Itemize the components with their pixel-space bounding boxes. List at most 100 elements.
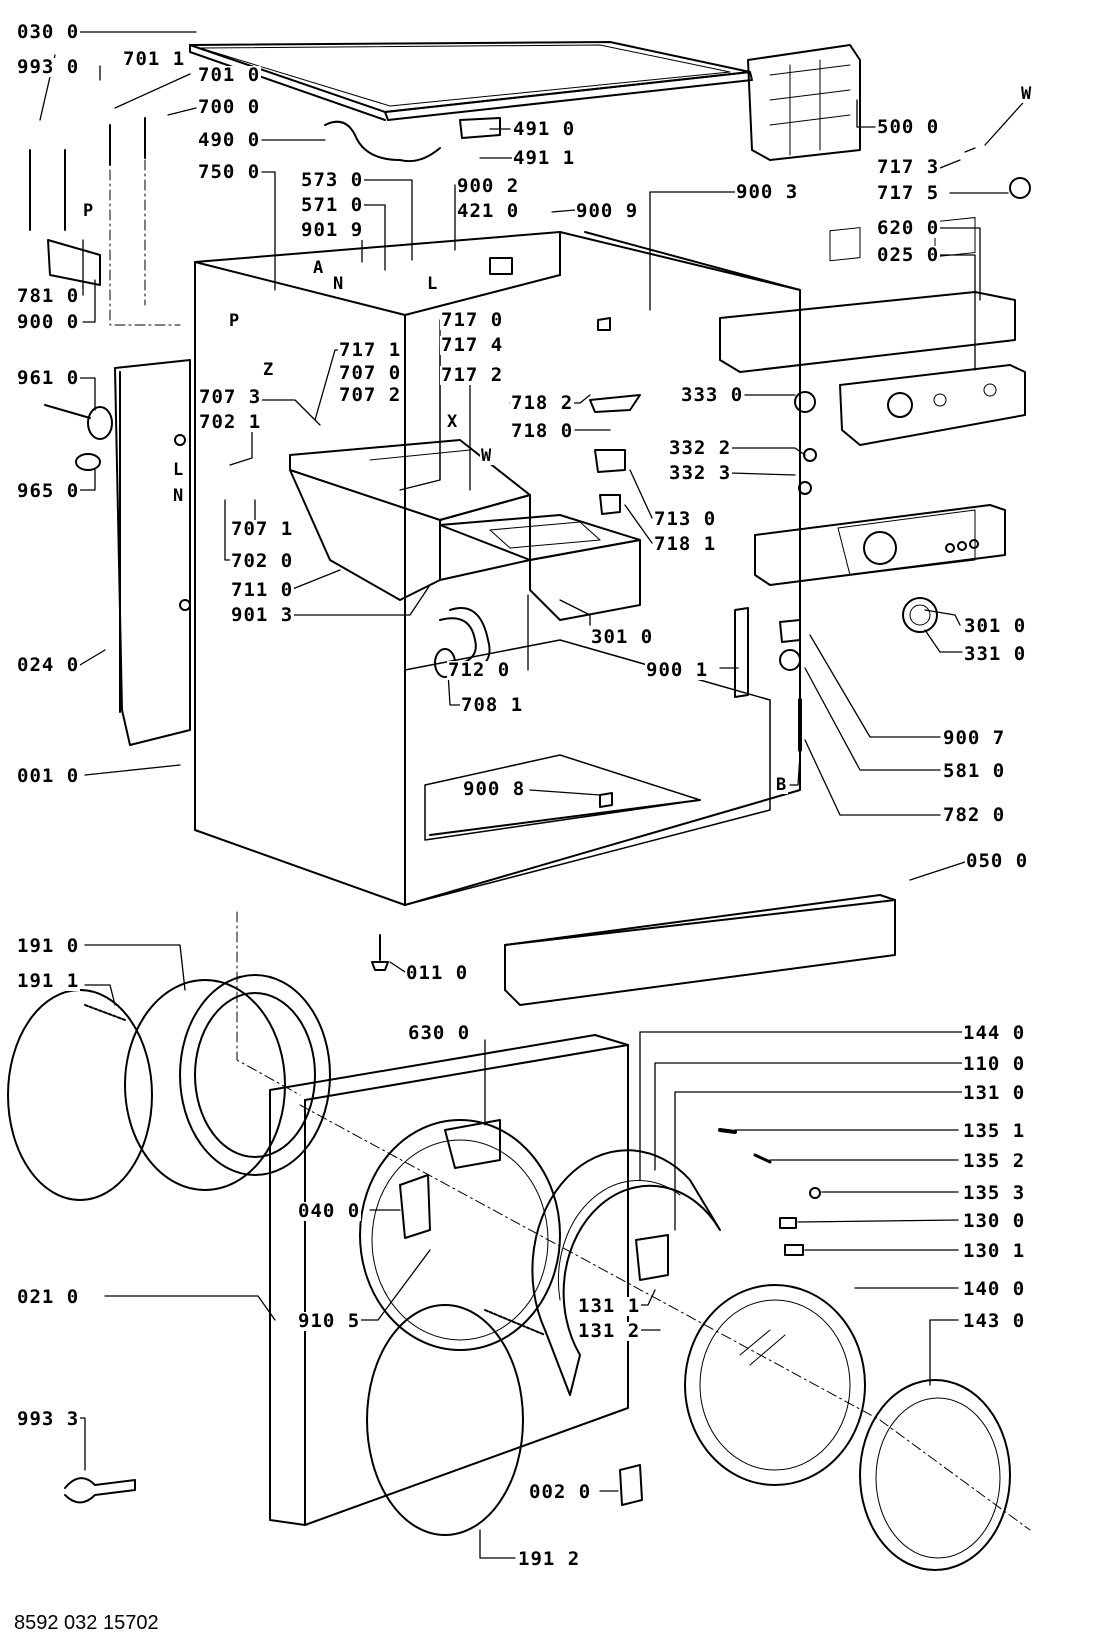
part-144-0: 144 0 — [962, 1022, 1027, 1044]
letter-p-valve: P — [228, 311, 242, 331]
part-140-0: 140 0 — [962, 1278, 1027, 1300]
release-handle — [399, 1174, 431, 1239]
part-717-2: 717 2 — [440, 364, 505, 386]
drawing-code: 8592 032 15702 — [14, 1612, 159, 1634]
part-040-0: 040 0 — [297, 1200, 362, 1222]
part-718-0: 718 0 — [510, 420, 575, 442]
part-717-0: 717 0 — [440, 309, 505, 331]
part-961-0: 961 0 — [16, 367, 81, 389]
letter-n-left: N — [172, 486, 186, 506]
door-glass — [684, 1284, 866, 1486]
part-713-0: 713 0 — [653, 508, 718, 530]
part-900-3: 900 3 — [735, 181, 800, 203]
part-702-0: 702 0 — [230, 550, 295, 572]
dispenser-drawer — [439, 514, 641, 621]
part-701-1: 701 1 — [122, 48, 187, 70]
part-900-0: 900 0 — [16, 311, 81, 333]
door-lock — [444, 1119, 501, 1169]
part-750-0: 750 0 — [197, 161, 262, 183]
part-717-5: 717 5 — [876, 182, 941, 204]
part-993-3: 993 3 — [16, 1408, 81, 1430]
part-620-0: 620 0 — [876, 217, 941, 239]
part-332-2: 332 2 — [668, 437, 733, 459]
part-630-0: 630 0 — [407, 1022, 472, 1044]
front-panel — [269, 1034, 629, 1526]
part-718-2: 718 2 — [510, 392, 575, 414]
letter-w-mid: W — [480, 446, 494, 466]
part-024-0: 024 0 — [16, 654, 81, 676]
dispenser-housing — [289, 439, 531, 601]
part-130-1: 130 1 — [962, 1240, 1027, 1262]
plinth — [504, 894, 896, 1006]
part-781-0: 781 0 — [16, 285, 81, 307]
part-707-0: 707 0 — [338, 362, 403, 384]
letter-a: A — [312, 258, 326, 278]
part-782-0: 782 0 — [942, 804, 1007, 826]
part-707-3: 707 3 — [198, 386, 263, 408]
part-965-0: 965 0 — [16, 480, 81, 502]
part-712-0: 712 0 — [447, 659, 512, 681]
door-frame — [531, 1149, 721, 1396]
side-panel — [114, 359, 191, 746]
part-001-0: 001 0 — [16, 765, 81, 787]
part-718-1: 718 1 — [653, 533, 718, 555]
part-135-1: 135 1 — [962, 1120, 1027, 1142]
part-050-0: 050 0 — [965, 850, 1030, 872]
part-131-0: 131 0 — [962, 1082, 1027, 1104]
part-025-0: 025 0 — [876, 244, 941, 266]
letter-n-top: N — [332, 274, 346, 294]
letter-w-top: W — [1020, 84, 1034, 104]
part-110-0: 110 0 — [962, 1053, 1027, 1075]
part-021-0: 021 0 — [16, 1286, 81, 1308]
part-011-0: 011 0 — [405, 962, 470, 984]
control-board — [839, 364, 1026, 446]
part-130-0: 130 0 — [962, 1210, 1027, 1232]
part-135-3: 135 3 — [962, 1182, 1027, 1204]
part-191-1: 191 1 — [16, 970, 81, 992]
part-701-0: 701 0 — [197, 64, 262, 86]
part-717-4: 717 4 — [440, 334, 505, 356]
letter-l-left: L — [172, 460, 186, 480]
part-301-0-drawer: 301 0 — [590, 626, 655, 648]
letter-p-hose: P — [82, 201, 96, 221]
part-333-0: 333 0 — [680, 384, 745, 406]
part-490-0: 490 0 — [197, 129, 262, 151]
part-571-0: 571 0 — [300, 194, 365, 216]
part-191-2: 191 2 — [517, 1548, 582, 1570]
part-707-1: 707 1 — [230, 518, 295, 540]
letter-b: B — [775, 775, 789, 795]
part-500-0: 500 0 — [876, 116, 941, 138]
part-900-8: 900 8 — [462, 778, 527, 800]
part-711-0: 711 0 — [230, 579, 295, 601]
part-421-0: 421 0 — [456, 200, 521, 222]
part-301-0-panel: 301 0 — [963, 615, 1028, 637]
top-lid — [189, 41, 753, 121]
part-900-1: 900 1 — [645, 659, 710, 681]
part-191-0: 191 0 — [16, 935, 81, 957]
part-332-3: 332 3 — [668, 462, 733, 484]
selector-knob — [902, 597, 938, 633]
front-control-panel — [754, 504, 1006, 586]
part-002-0: 002 0 — [528, 1481, 593, 1503]
part-331-0: 331 0 — [963, 643, 1028, 665]
part-702-1: 702 1 — [198, 411, 263, 433]
part-708-1: 708 1 — [460, 694, 525, 716]
letter-x: X — [446, 412, 460, 432]
cabinet — [194, 231, 801, 906]
letter-z: Z — [262, 360, 276, 380]
part-491-1: 491 1 — [512, 147, 577, 169]
part-910-5: 910 5 — [297, 1310, 362, 1332]
pcb-module — [747, 44, 861, 161]
door-seal — [124, 974, 331, 1191]
part-717-3: 717 3 — [876, 156, 941, 178]
part-131-1: 131 1 — [577, 1295, 642, 1317]
part-700-0: 700 0 — [197, 96, 262, 118]
clamp-ring-lower — [366, 1304, 546, 1536]
door-hinge — [635, 1234, 669, 1281]
part-491-0: 491 0 — [512, 118, 577, 140]
clamp-ring — [7, 989, 153, 1201]
part-900-9: 900 9 — [575, 200, 640, 222]
door-outer-ring — [859, 1379, 1011, 1571]
part-030-0: 030 0 — [16, 21, 81, 43]
guide-lines — [109, 159, 1031, 1531]
